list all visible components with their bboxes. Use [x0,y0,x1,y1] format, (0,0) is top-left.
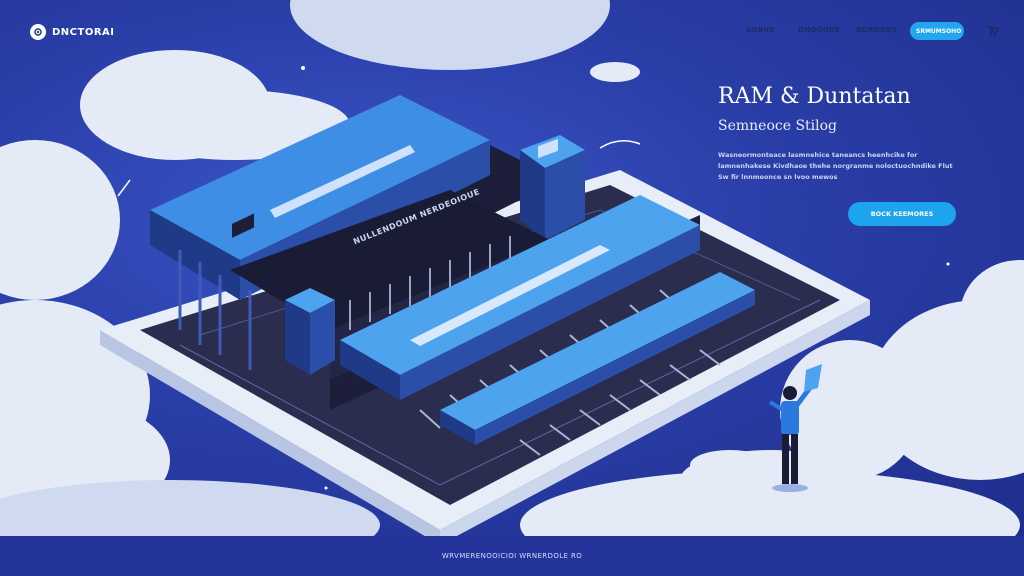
nav-link-3[interactable]: BOROOBS [856,26,898,34]
hero-section: NULLENDOUM NERDEOIOUE DNCTORAI SOBNS DNO… [0,0,1024,536]
nav-link-2[interactable]: DNOOOUE [798,26,841,34]
hero-title: RAM & Duntatan [718,84,911,109]
menu-icon[interactable] [984,24,1000,40]
brand-name: DNCTORAI [52,26,115,38]
footer-bar: WRVMERENOOICIOI WRNERDOLE RO [0,536,1024,576]
logo-icon [30,24,46,40]
top-nav-bar: DNCTORAI SOBNS DNOOOUE BOROOBS SRMUMSOHO [0,0,1024,62]
hero-description: Wasneormonteace lasmnehice taneancs heen… [718,151,953,181]
nav-cta-button[interactable]: SRMUMSOHO [910,22,964,40]
ram-module-back [150,95,490,260]
hero-subtitle: Semneoce Stilog [718,118,838,134]
nav-link-1[interactable]: SOBNS [746,26,775,34]
brand-logo[interactable]: DNCTORAI [30,24,115,40]
hero-cta-button[interactable]: BOCK KEEMORES [848,202,956,226]
ram-module-front [440,272,755,430]
ram-illustration [100,66,950,536]
person-figure [768,364,822,492]
cloud [590,62,640,82]
footer-text: WRVMERENOOICIOI WRNERDOLE RO [441,552,583,560]
